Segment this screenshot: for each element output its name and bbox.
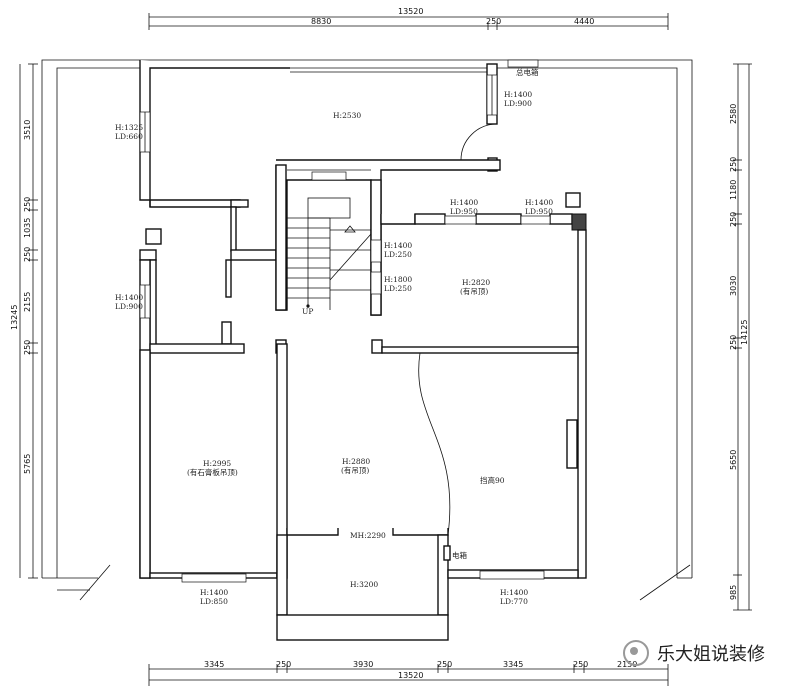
dim-bottom-seg-4: 250 [437, 660, 452, 669]
label-win-bottom-right-ld: LD:770 [500, 597, 528, 606]
room-labels: 总电箱 H:1400 LD:900 H:2530 H:1325 LD:660 H… [115, 67, 553, 606]
dim-right-seg-2: 250 [729, 157, 738, 172]
label-win-left-mid-ld: LD:900 [115, 302, 143, 311]
dim-left-seg-5: 2155 [23, 292, 32, 312]
dim-right-seg-5: 3030 [729, 276, 738, 296]
label-win-bottom-left: H:1400 [200, 588, 228, 597]
label-win-top-right-ld: LD:900 [504, 99, 532, 108]
label-win-left-top: H:1325 [115, 123, 143, 132]
label-stair-win-2-ld: LD:250 [384, 284, 412, 293]
dim-top-seg-3: 4440 [574, 17, 594, 26]
top-dimensions: 13520 8830 250 4440 [148, 7, 669, 30]
dim-bottom-total: 13520 [398, 671, 423, 680]
dim-left-seg-6: 250 [23, 340, 32, 355]
dim-left-seg-3: 1035 [23, 218, 32, 238]
dim-left-total: 13245 [10, 305, 19, 330]
label-right-big-room: 挡高90 [480, 475, 505, 485]
watermark: 乐大姐说装修 [623, 640, 765, 666]
dim-right-seg-8: 985 [729, 585, 738, 600]
dim-bottom-seg-1: 3345 [204, 660, 224, 669]
label-win-left-top-ld: LD:660 [115, 132, 143, 141]
dim-bottom-seg-5: 3345 [503, 660, 523, 669]
dim-left-seg-4: 250 [23, 247, 32, 262]
dim-left-seg-2: 250 [23, 197, 32, 212]
dim-right-seg-6: 250 [729, 335, 738, 350]
label-ceiling-top: H:2530 [333, 111, 361, 120]
wechat-icon [623, 640, 649, 666]
label-win-left-mid: H:1400 [115, 293, 143, 302]
label-right-room-h: H:2820 [462, 278, 490, 287]
dim-right-seg-1: 2580 [729, 104, 738, 124]
label-beam: MH:2290 [350, 531, 386, 540]
label-stair-win-2: H:1800 [384, 275, 412, 284]
dim-top-total: 13520 [398, 7, 423, 16]
label-right-room-note: (有吊顶) [460, 286, 488, 296]
label-win-mid-2-ld: LD:950 [525, 207, 553, 216]
dim-bottom-seg-2: 250 [276, 660, 291, 669]
building-walls [139, 60, 587, 641]
dim-bottom-seg-3: 3930 [353, 660, 373, 669]
label-center-room-h: H:2880 [342, 457, 370, 466]
dim-right-seg-7: 5650 [729, 450, 738, 470]
label-left-room-h: H:2995 [203, 459, 231, 468]
watermark-text: 乐大姐说装修 [657, 644, 765, 665]
bottom-dimensions: 3345 250 3930 250 3345 250 2150 13520 [148, 660, 669, 686]
dim-bottom-seg-7: 2150 [617, 660, 637, 669]
label-win-mid-1: H:1400 [450, 198, 478, 207]
right-dimensions: 2580 250 1180 250 3030 250 5650 985 1412… [729, 63, 752, 611]
label-win-top-right: H:1400 [504, 90, 532, 99]
label-left-room-note: (有石膏板吊顶) [187, 467, 238, 477]
dim-left-seg-7: 5765 [23, 454, 32, 474]
label-center-room-note: (有吊顶) [341, 465, 369, 475]
label-win-bottom-right: H:1400 [500, 588, 528, 597]
label-elec-box-main: 总电箱 [516, 67, 539, 77]
windows [139, 59, 551, 583]
label-win-mid-2: H:1400 [525, 198, 553, 207]
dim-top-seg-1: 8830 [311, 17, 331, 26]
dim-right-seg-3: 1180 [729, 180, 738, 200]
label-stair-win-1-ld: LD:250 [384, 250, 412, 259]
label-porch-h: H:3200 [350, 580, 378, 589]
left-dimensions: 13245 3510 250 1035 250 2155 250 5765 [10, 63, 38, 579]
stair-up-label: UP [302, 307, 313, 316]
dim-top-seg-2: 250 [486, 17, 501, 26]
dim-right-seg-4: 250 [729, 212, 738, 227]
fixtures [145, 192, 581, 561]
label-win-bottom-left-ld: LD:850 [200, 597, 228, 606]
dim-bottom-seg-6: 250 [573, 660, 588, 669]
label-stair-win-1: H:1400 [384, 241, 412, 250]
staircase: UP [287, 197, 372, 316]
dim-left-seg-1: 3510 [23, 120, 32, 140]
dim-right-total: 14125 [740, 320, 749, 345]
label-elec-box: 电箱 [452, 550, 467, 560]
label-win-mid-1-ld: LD:950 [450, 207, 478, 216]
